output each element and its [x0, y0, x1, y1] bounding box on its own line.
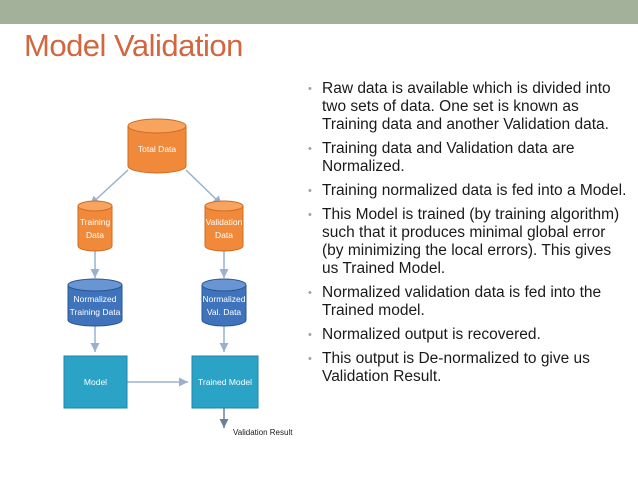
model-label: Model	[84, 377, 107, 387]
arrow-total-to-validation	[185, 169, 223, 206]
top-accent-bar	[0, 0, 638, 24]
trained-model-box: Trained Model	[191, 355, 259, 409]
training-data-cylinder: Training Data	[77, 200, 113, 252]
normalized-training-cylinder: Normalized Training Data	[67, 278, 123, 327]
bullet-text: Training normalized data is fed into a M…	[322, 182, 627, 199]
bullet-item: • Normalized validation data is fed into …	[308, 284, 630, 320]
validation-data-cylinder: Validation Data	[204, 200, 244, 252]
bullet-text: This Model is trained (by training algor…	[322, 206, 620, 277]
arrow-total-to-training	[89, 169, 129, 206]
normalized-val-cylinder: Normalized Val. Data	[201, 278, 247, 327]
bullet-dot-icon: •	[308, 143, 312, 155]
total-data-label: Total Data	[138, 144, 177, 154]
bullet-item: • Training normalized data is fed into a …	[308, 182, 630, 200]
bullet-item: • Training data and Validation data are N…	[308, 140, 630, 176]
bullet-text: Training data and Validation data are No…	[322, 140, 575, 175]
bullet-item: • Normalized output is recovered.	[308, 326, 630, 344]
bullet-dot-icon: •	[308, 329, 312, 341]
normalized-training-label-line2: Training Data	[70, 307, 121, 317]
validation-data-label-line1: Validation	[206, 217, 243, 227]
model-box: Model	[63, 355, 128, 409]
bullet-list: • Raw data is available which is divided …	[308, 80, 630, 392]
bullet-text: Normalized validation data is fed into t…	[322, 284, 602, 319]
bullet-item: • This output is De-normalized to give us…	[308, 350, 630, 386]
bullet-dot-icon: •	[308, 287, 312, 299]
bullet-item: • This Model is trained (by training algo…	[308, 206, 630, 278]
slide-title: Model Validation	[24, 28, 243, 63]
normalized-val-label-line2: Val. Data	[207, 307, 242, 317]
total-data-cylinder: Total Data	[127, 118, 187, 174]
trained-model-label: Trained Model	[198, 377, 252, 387]
bullet-dot-icon: •	[308, 185, 312, 197]
bullet-text: Raw data is available which is divided i…	[322, 80, 611, 133]
normalized-val-label-line1: Normalized	[203, 294, 246, 304]
validation-result-label: Validation Result	[233, 428, 293, 437]
validation-data-label-line2: Data	[215, 230, 233, 240]
bullet-dot-icon: •	[308, 83, 312, 95]
bullet-dot-icon: •	[308, 353, 312, 365]
training-data-label-line1: Training	[80, 217, 111, 227]
bullet-text: Normalized output is recovered.	[322, 326, 541, 343]
bullet-item: • Raw data is available which is divided …	[308, 80, 630, 134]
training-data-label-line2: Data	[86, 230, 104, 240]
bullet-text: This output is De-normalized to give us …	[322, 350, 590, 385]
bullet-dot-icon: •	[308, 209, 312, 221]
normalized-training-label-line1: Normalized	[74, 294, 117, 304]
